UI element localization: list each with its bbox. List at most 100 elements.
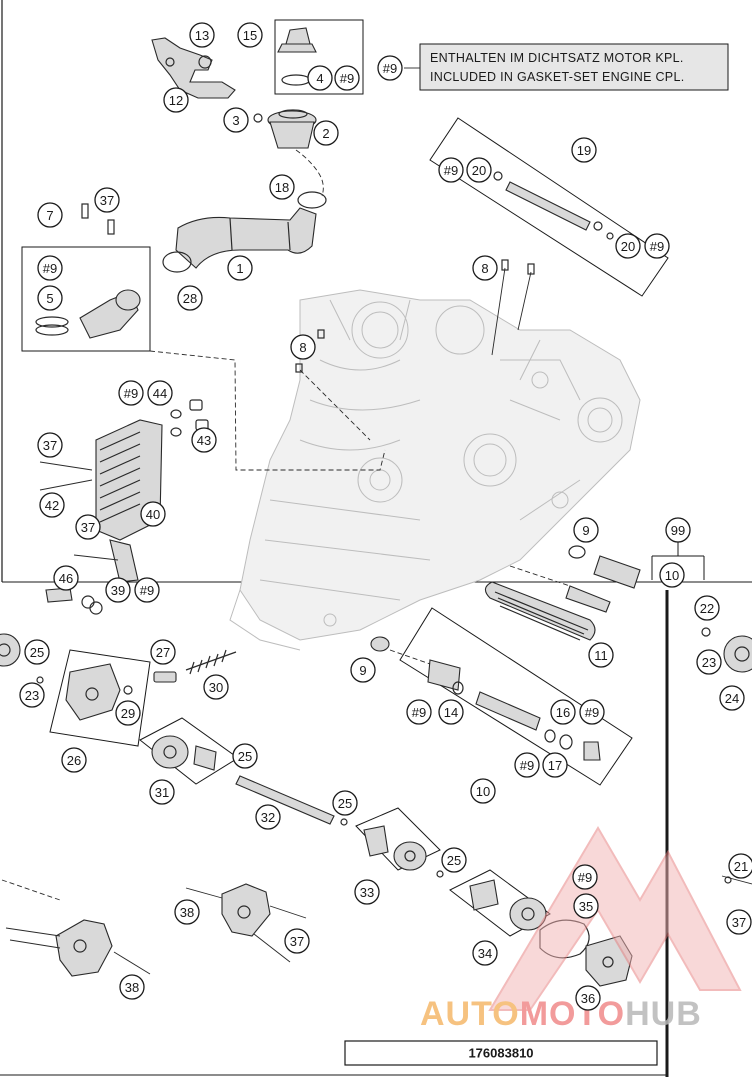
callout-2-c2: 2 <box>313 120 339 146</box>
callout-29-c29: 29 <box>115 700 141 726</box>
callout-label: 37 <box>732 915 746 930</box>
callout-circle <box>406 699 432 725</box>
callout-circle <box>438 699 464 725</box>
callout-25-c25b: 25 <box>232 743 258 769</box>
callout-37-c37b: 37 <box>37 432 63 458</box>
callout-label: #9 <box>140 583 154 598</box>
oil-cooler-part-40 <box>39 399 209 583</box>
callout-label: #9 <box>43 261 57 276</box>
callout-label: 37 <box>81 520 95 535</box>
callout-38-c38b: 38 <box>119 974 145 1000</box>
rotor-group-34 <box>449 869 551 937</box>
callout-label: 16 <box>556 705 570 720</box>
callout-circle <box>75 514 101 540</box>
callout-label: #9 <box>412 705 426 720</box>
callout-9-c9h: 9 <box>350 657 376 683</box>
callout-circle <box>644 233 670 259</box>
callout-circle <box>37 255 63 281</box>
callout-circle <box>572 864 598 890</box>
callout-circle <box>441 847 467 873</box>
callout-label: 34 <box>478 946 492 961</box>
callout-label: 30 <box>209 680 223 695</box>
callout-circle <box>470 778 496 804</box>
callout-label: 15 <box>243 28 257 43</box>
callout-circle <box>61 747 87 773</box>
callout-hash-9-c9f: #9 <box>134 577 160 603</box>
callout-label: 10 <box>665 568 679 583</box>
callout-label: 23 <box>25 688 39 703</box>
callout-label: 39 <box>111 583 125 598</box>
callout-label: 46 <box>59 571 73 586</box>
callout-37-c37a: 37 <box>94 187 120 213</box>
assembly-path-line <box>509 565 571 587</box>
oil-filter-part-11 <box>484 545 641 641</box>
gear-wheel-right <box>701 627 752 673</box>
callout-99-c99: 99 <box>665 517 691 543</box>
callout-label: 42 <box>45 498 59 513</box>
callout-label: #9 <box>520 758 534 773</box>
callout-circle <box>332 790 358 816</box>
callout-label: 8 <box>481 261 488 276</box>
callout-23-c23a: 23 <box>19 682 45 708</box>
callout-13-c13: 13 <box>189 22 215 48</box>
callout-label: #9 <box>124 386 138 401</box>
callout-label: 38 <box>125 980 139 995</box>
callout-label: 4 <box>316 71 323 86</box>
callout-circle <box>284 928 310 954</box>
callout-circle <box>438 157 464 183</box>
callout-35-c35: 35 <box>573 893 599 919</box>
callout-circle <box>466 157 492 183</box>
callout-19-c19: 19 <box>571 137 597 163</box>
callout-26-c26: 26 <box>61 747 87 773</box>
callout-circle <box>290 334 316 360</box>
watermark-part3: HUB <box>625 995 702 1033</box>
rotor-group-31 <box>139 717 239 785</box>
callout-37-c37c: 37 <box>75 514 101 540</box>
watermark-part1: AUTO <box>420 995 520 1033</box>
callout-circle <box>542 752 568 778</box>
callout-5-c5: 5 <box>37 285 63 311</box>
callout-circle <box>94 187 120 213</box>
callout-label: 36 <box>581 991 595 1006</box>
callout-circle <box>189 22 215 48</box>
callout-36-c36: 36 <box>575 985 601 1011</box>
callout-hash-9-c9k: #9 <box>514 752 540 778</box>
filler-neck-part-2 <box>253 109 317 149</box>
callout-circle <box>232 743 258 769</box>
callout-label: #9 <box>650 239 664 254</box>
callout-label: 37 <box>100 193 114 208</box>
filler-cap-part <box>274 19 364 95</box>
callout-label: 24 <box>725 691 739 706</box>
callout-label: 3 <box>232 113 239 128</box>
callout-label: 37 <box>43 438 57 453</box>
callout-circle <box>573 517 599 543</box>
watermark-logo: AUTOMOTOHUB <box>420 826 742 1033</box>
callout-37-c37e: 37 <box>284 928 310 954</box>
callout-40-c40: 40 <box>140 501 166 527</box>
callout-label: 20 <box>472 163 486 178</box>
callout-label: 7 <box>46 208 53 223</box>
callout-circle <box>377 55 403 81</box>
callout-circle <box>307 65 333 91</box>
callout-circle <box>573 893 599 919</box>
callout-hash-9-c9i: #9 <box>406 699 432 725</box>
callout-32-c32: 32 <box>255 804 281 830</box>
callout-label: 21 <box>734 859 748 874</box>
callout-circle <box>140 501 166 527</box>
callout-label: #9 <box>340 71 354 86</box>
callout-30-c30: 30 <box>203 674 229 700</box>
callout-label: #9 <box>585 705 599 720</box>
callout-hash-9-c9l: #9 <box>572 864 598 890</box>
callout-circle <box>269 174 295 200</box>
callout-label: 10 <box>476 784 490 799</box>
group-box-19 <box>429 117 669 297</box>
assembly-path-line <box>295 149 324 197</box>
assembly-path-line <box>299 369 371 441</box>
callout-circle <box>149 779 175 805</box>
callout-label: 25 <box>447 853 461 868</box>
callout-circle <box>118 380 144 406</box>
callout-label: #9 <box>383 61 397 76</box>
callout-label: 40 <box>146 507 160 522</box>
